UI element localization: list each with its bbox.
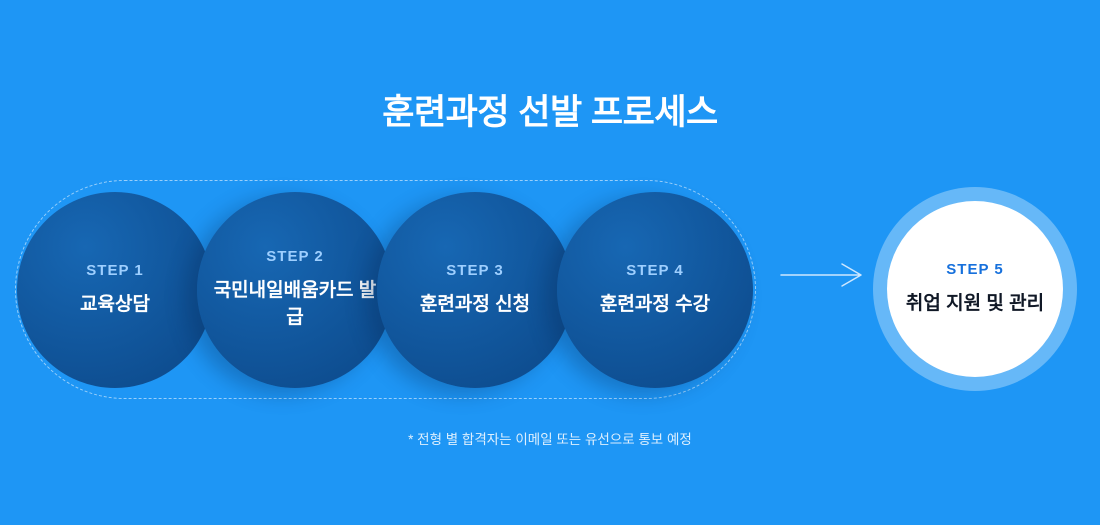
step-4-text: 훈련과정 수강 <box>599 293 711 315</box>
step-circle-4: STEP 4 훈련과정 수강 <box>557 192 753 388</box>
step-circle-3: STEP 3 훈련과정 신청 <box>377 192 573 388</box>
step-4-label: STEP 4 <box>626 261 684 279</box>
step-circle-2: STEP 2 국민내일배움카드 발급 <box>197 192 393 388</box>
step-2-label: STEP 2 <box>266 248 324 266</box>
step-2-text: 국민내일배움카드 발급 <box>213 280 377 328</box>
step-1-text: 교육상담 <box>80 293 150 315</box>
step-circle-5: STEP 5 취업 지원 및 관리 <box>873 187 1077 391</box>
footnote: * 전형 별 합격자는 이메일 또는 유선으로 통보 예정 <box>408 432 692 447</box>
right-arrow-icon <box>780 263 862 287</box>
step-5-inner-circle: STEP 5 취업 지원 및 관리 <box>887 201 1063 377</box>
step-5-text: 취업 지원 및 관리 <box>905 293 1045 315</box>
step-circle-1: STEP 1 교육상담 <box>17 192 213 388</box>
step-3-text: 훈련과정 신청 <box>419 293 531 315</box>
step-5-label: STEP 5 <box>946 261 1004 279</box>
step-1-label: STEP 1 <box>86 261 144 279</box>
step-3-label: STEP 3 <box>446 261 504 279</box>
steps-group: STEP 1 교육상담 STEP 2 국민내일배움카드 발급 STEP 3 훈련… <box>15 180 756 399</box>
page-title: 훈련과정 선발 프로세스 <box>382 93 718 132</box>
